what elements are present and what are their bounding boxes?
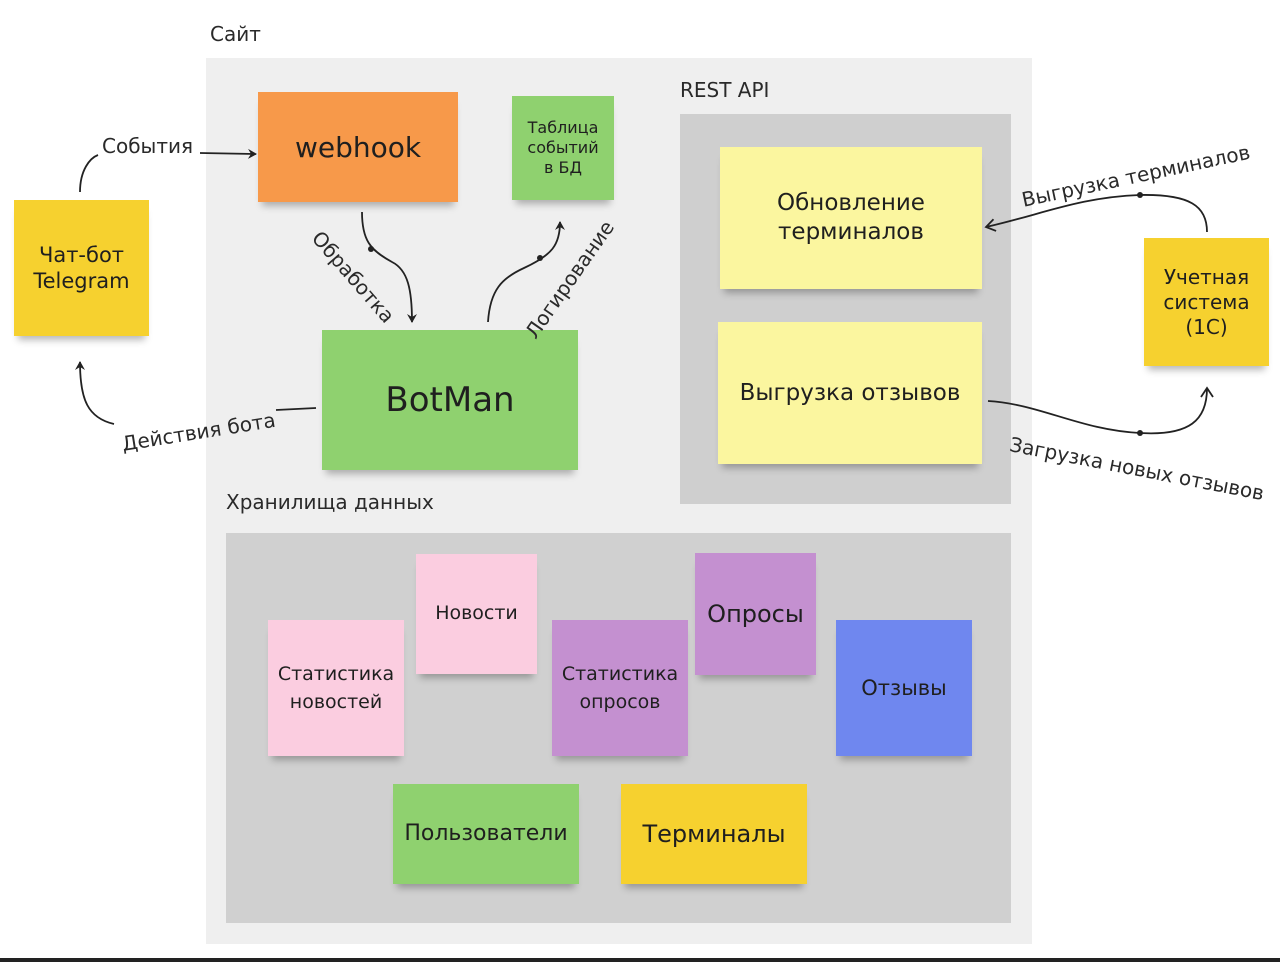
accounting-note[interactable]: Учетная система (1С)	[1144, 238, 1269, 366]
news-stats-note[interactable]: Статистика новостей	[268, 620, 404, 756]
reviews-upload-arrow	[987, 386, 1214, 435]
events-table-note[interactable]: Таблица событий в БД	[512, 96, 614, 200]
rest-api-label: REST API	[680, 78, 770, 102]
terminals-label: Терминалы	[642, 820, 786, 848]
chatbot-note[interactable]: Чат-бот Telegram	[14, 200, 149, 336]
processing-arrow	[361, 211, 417, 323]
users-note[interactable]: Пользователи	[393, 784, 579, 884]
update-terminals-note[interactable]: Обновление терминалов	[720, 147, 982, 289]
logging-arrow	[487, 221, 565, 323]
site-label: Сайт	[210, 22, 261, 46]
events-arrow-curve	[79, 154, 99, 193]
news-label: Новости	[435, 602, 518, 625]
storage-label: Хранилища данных	[226, 490, 434, 514]
events-table-label: Таблица событий в БД	[527, 118, 599, 177]
polls-stats-label: Статистика опросов	[561, 662, 679, 714]
bottom-border	[0, 958, 1280, 962]
reviews-label: Отзывы	[861, 675, 947, 700]
users-label: Пользователи	[404, 821, 568, 847]
polls-label: Опросы	[707, 600, 804, 628]
events-edge-label: События	[102, 134, 194, 158]
bot-actions-arrow	[75, 361, 115, 425]
polls-stats-note[interactable]: Статистика опросов	[552, 620, 688, 756]
bot-actions-line	[275, 407, 317, 411]
update-terminals-label: Обновление терминалов	[777, 190, 925, 245]
botman-label: BotMan	[385, 379, 515, 420]
terminals-note[interactable]: Терминалы	[621, 784, 807, 884]
polls-note[interactable]: Опросы	[695, 553, 816, 675]
accounting-label: Учетная система (1С)	[1163, 264, 1250, 339]
events-arrow	[199, 148, 257, 159]
webhook-note[interactable]: webhook	[258, 92, 458, 202]
terminals-export-arrow	[984, 194, 1208, 233]
chatbot-label: Чат-бот Telegram	[33, 242, 130, 293]
export-reviews-label: Выгрузка отзывов	[739, 379, 961, 406]
reviews-note[interactable]: Отзывы	[836, 620, 972, 756]
botman-note[interactable]: BotMan	[322, 330, 578, 470]
export-reviews-note[interactable]: Выгрузка отзывов	[718, 322, 982, 464]
news-note[interactable]: Новости	[416, 554, 537, 674]
news-stats-label: Статистика новостей	[277, 662, 395, 714]
webhook-label: webhook	[294, 130, 422, 164]
